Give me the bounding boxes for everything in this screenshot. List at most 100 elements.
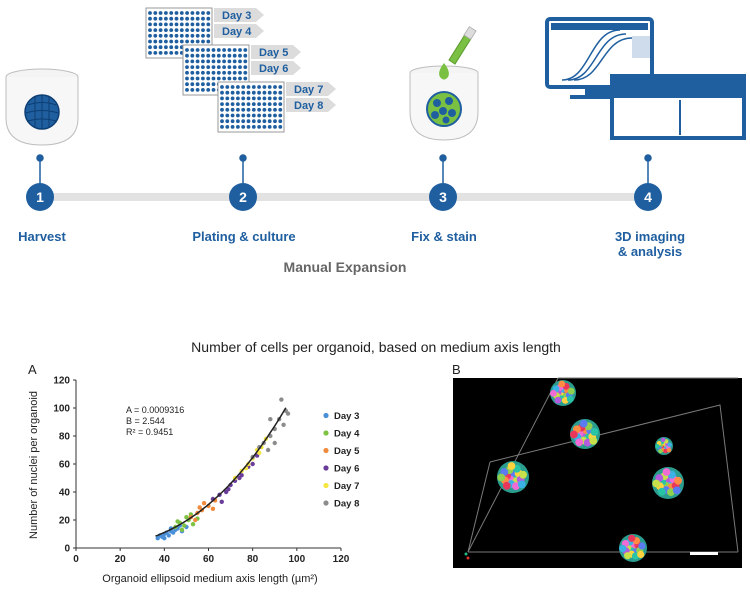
y-tick-label: 40 [59,488,71,499]
day-tag: Day 7 [286,82,336,96]
data-points [155,397,291,541]
data-point [237,475,242,481]
day-tag: Day 4 [214,24,264,38]
imager-device-icon [610,74,746,140]
step-3-marker: 3 [429,183,457,211]
data-point [250,461,255,467]
equation-b: B = 2.544 [126,416,165,426]
step-4-marker: 4 [634,183,662,211]
data-point [201,501,207,506]
x-axis-title: Organoid ellipsoid medium axis length (µ… [102,573,317,585]
chart-legend: Day 3 Day 4 Day 5 Day 6 Day 7 Day 8 [323,411,360,510]
y-axis-title: Number of nuclei per organoid [28,391,40,539]
legend-marker [323,500,329,506]
y-tick-label: 0 [64,544,70,555]
legend-label: Day 7 [334,481,359,492]
step-2-number: 2 [239,189,247,205]
step-4-label-line2: & analysis [618,244,682,259]
data-point [285,411,291,416]
equation-r2: R² = 0.9451 [126,427,173,437]
step-connectors [36,154,652,183]
equation-box: A = 0.0009316 B = 2.544 R² = 0.9451 [126,405,184,437]
data-point [210,506,216,511]
step-2-marker: 2 [229,183,257,211]
step-1-number: 1 [36,189,44,205]
legend-label: Day 5 [334,446,360,457]
panel-b-label: B [452,362,461,377]
legend-label: Day 8 [334,499,359,510]
y-tick-label: 120 [53,376,70,387]
data-point [182,523,187,528]
panel-a-label: A [28,362,37,377]
x-tick-label: 60 [203,554,215,565]
workflow-diagram: 1 2 3 4 Harvest Plating & culture Fix & … [5,7,746,275]
step-3-label: Fix & stain [411,229,477,244]
harvest-cup-icon [5,68,79,146]
day-tag: Day 6 [251,61,301,75]
equation-a: A = 0.0009316 [126,405,184,415]
organoid-blobs [497,380,684,562]
organoid-blob [550,380,576,406]
droplet-icon [439,63,449,80]
data-point [272,440,277,446]
day-tag-label: Day 3 [222,10,251,22]
day-tag-label: Day 5 [259,47,288,59]
pipette-icon [448,26,477,65]
legend-label: Day 6 [334,464,359,475]
data-point [162,536,167,541]
organoid-blob [655,437,673,455]
y-tick-label: 20 [59,516,71,527]
step-4-number: 4 [644,189,652,205]
legend-marker [323,465,329,471]
data-point [279,397,284,402]
day-tag: Day 5 [251,45,301,59]
figure-title: Number of cells per organoid, based on m… [191,339,561,355]
legend-marker [323,447,329,454]
stain-cup-icon [409,26,479,141]
x-tick-label: 80 [247,554,259,565]
legend-item: Day 5 [323,446,360,457]
x-tick-label: 20 [115,554,127,565]
step-1-label: Harvest [18,229,66,244]
legend-item: Day 7 [323,481,359,492]
step-4-label-line1: 3D imaging [615,229,685,244]
legend-item: Day 3 [323,411,359,422]
data-point [265,447,271,453]
data-point [226,487,231,492]
day-tag: Day 8 [286,98,336,112]
day-tag: Day 3 [214,8,264,22]
data-point [166,533,171,538]
3d-render-image [453,377,742,568]
legend-item: Day 6 [323,464,359,475]
legend-label: Day 4 [334,429,360,440]
data-point [184,515,189,520]
data-point [197,505,202,510]
data-point [179,527,185,532]
y-tick-label: 100 [53,404,70,415]
plates-group [145,7,285,133]
step-1-marker: 1 [26,183,54,211]
y-tick-label: 80 [59,432,71,443]
legend-item: Day 4 [323,429,360,440]
day-tag-label: Day 7 [294,84,323,96]
data-point [219,499,224,504]
organoid-blob [497,461,529,493]
data-point [257,450,262,455]
organoid-blob [652,467,684,499]
organoid-blob [619,534,647,562]
scale-bar [690,552,718,555]
step-3-number: 3 [439,189,447,205]
day-tag-label: Day 8 [294,100,323,112]
data-point [175,519,180,524]
power-fit-curve [155,407,287,537]
day-tag-label: Day 4 [222,26,252,38]
x-tick-label: 40 [159,554,171,565]
day-tags: Day 3 Day 4 Day 5 Day 6 Day 7 Day 8 [214,8,336,112]
y-tick-label: 60 [59,460,71,471]
day-tag-label: Day 6 [259,63,288,75]
data-point [190,522,196,527]
